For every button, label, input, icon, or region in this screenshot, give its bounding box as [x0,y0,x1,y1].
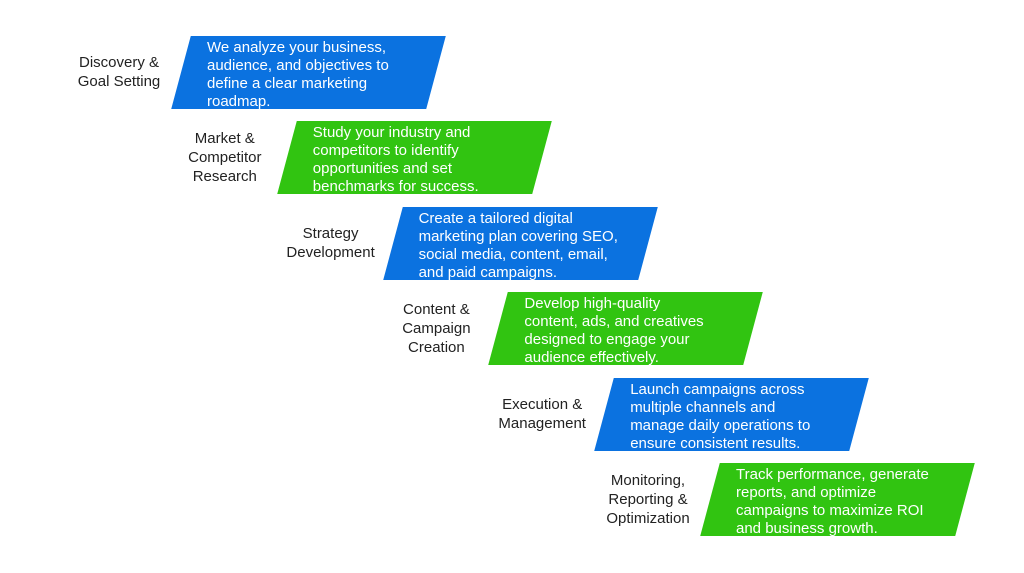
step-label: Discovery & Goal Setting [77,54,161,90]
step-content-campaign-creation: Content & Campaign Creation Develop high… [402,292,764,367]
step-discovery-goal-setting: Discovery & Goal Setting We analyze your… [78,36,446,110]
step-label: Content & Campaign Creation [402,300,471,356]
step-monitoring-reporting-optimization: Monitoring, Reporting & Optimization Tra… [606,463,975,537]
step-label: Execution & Management [498,395,586,432]
step-strategy-development: Strategy Development Create a tailored d… [286,206,658,281]
step-description: Track performance, generate reports, and… [736,466,929,537]
step-label: Monitoring, Reporting & Optimization [606,471,690,527]
step-label: Strategy Development [286,224,375,261]
step-description: Study your industry and competitors to i… [312,124,479,196]
step-description: Create a tailored digital marketing plan… [418,209,618,281]
step-label: Market & Competitor Research [188,129,262,185]
step-description: Develop high-quality content, ads, and c… [524,295,704,367]
step-market-competitor-research: Market & Competitor Research Study your … [188,121,552,196]
step-execution-management: Execution & Management Launch campaigns … [498,377,869,452]
step-description: We analyze your business, audience, and … [207,39,389,110]
step-description: Launch campaigns across multiple channel… [630,380,811,452]
